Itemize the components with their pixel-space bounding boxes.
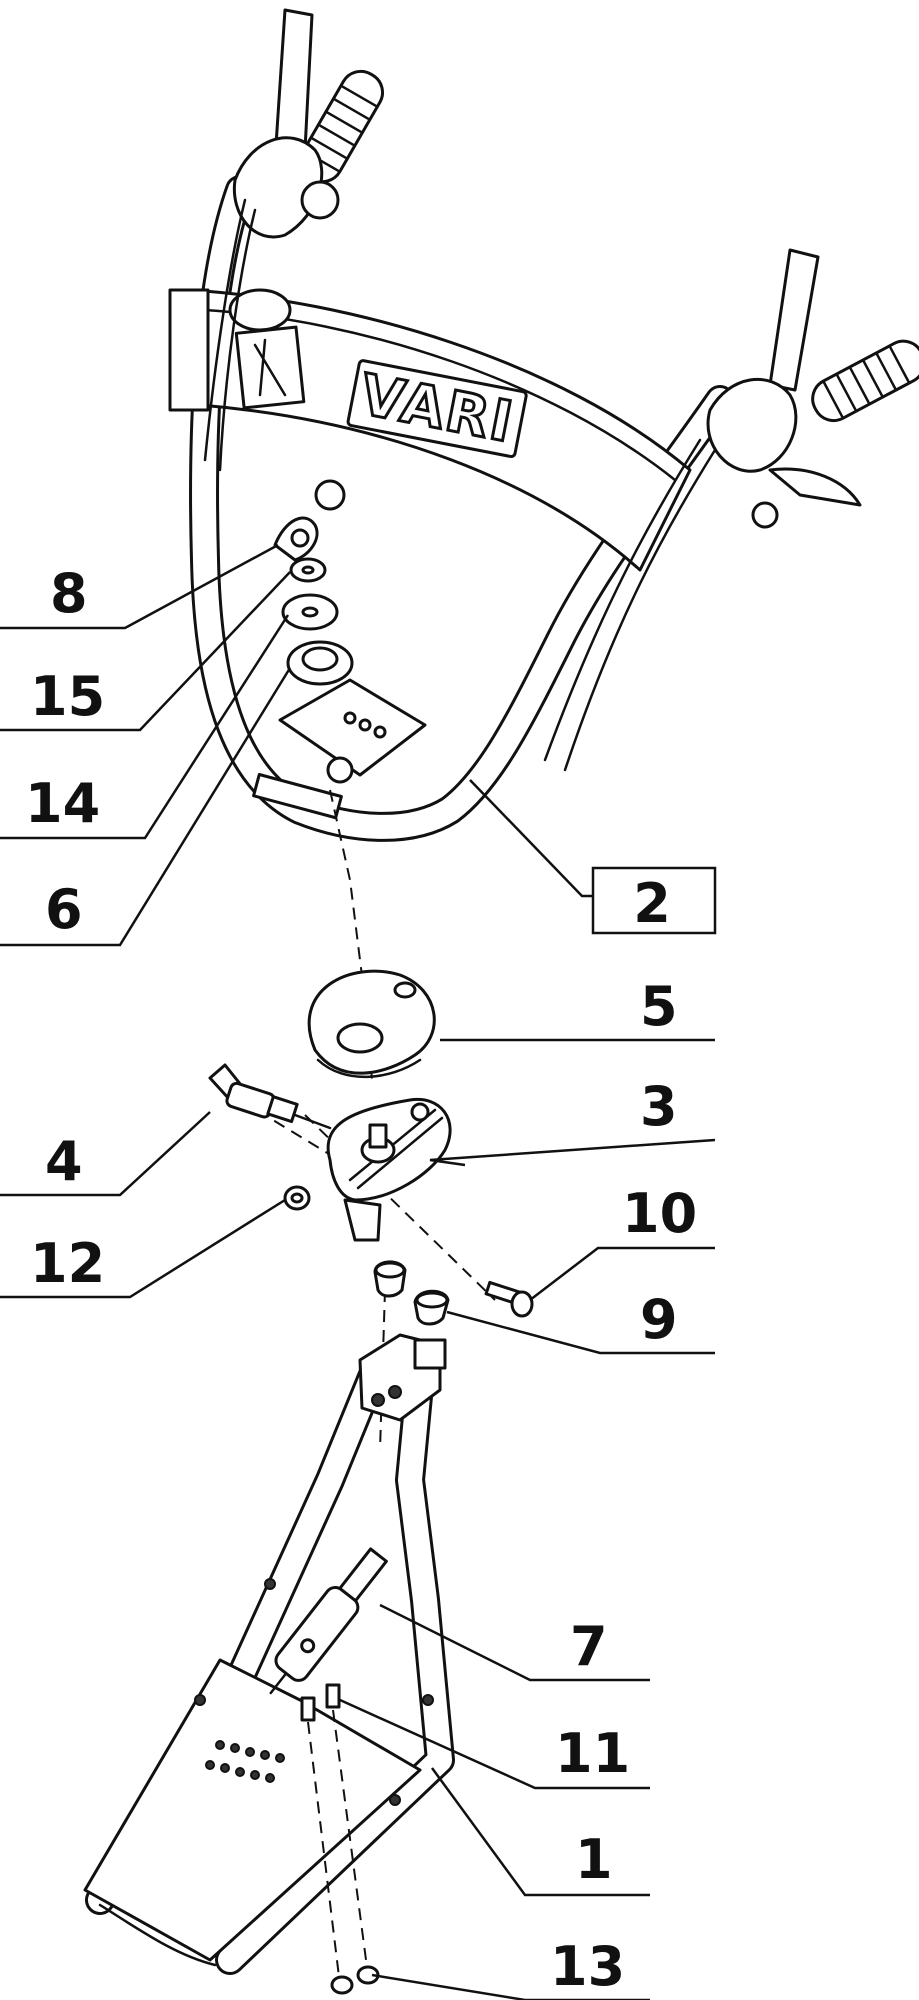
callout-11: 11 xyxy=(555,1722,630,1785)
handlebar-base-plate xyxy=(278,678,427,777)
right-clutch-lever xyxy=(768,467,862,507)
callout-3: 3 xyxy=(640,1075,678,1138)
part-8-wing-nut xyxy=(273,479,346,562)
callout-7: 7 xyxy=(570,1615,608,1678)
callout-4: 4 xyxy=(45,1130,83,1193)
callout-15: 15 xyxy=(30,665,105,728)
callout-13: 13 xyxy=(550,1935,625,1998)
switch-block xyxy=(234,325,306,410)
callout-2-box xyxy=(591,866,717,935)
callout-8: 8 xyxy=(50,562,88,625)
part-5-plate xyxy=(307,969,436,1079)
assembly-axis xyxy=(329,789,373,1081)
right-lever xyxy=(768,248,820,392)
footplate-holes xyxy=(205,1740,285,1783)
callout-9: 9 xyxy=(640,1288,678,1351)
callout-2: 2 xyxy=(633,872,671,935)
right-grip xyxy=(811,339,919,423)
part-10-bolt xyxy=(484,1280,534,1318)
part-9-caps xyxy=(373,1260,450,1326)
callout-10: 10 xyxy=(622,1182,697,1245)
throttle-knob xyxy=(228,288,292,332)
leader-lines xyxy=(0,543,716,2000)
callout-6: 6 xyxy=(45,878,83,941)
handlebar-assembly: VARI xyxy=(168,8,919,842)
part-13-nut-a xyxy=(330,1975,354,1995)
lower-frame xyxy=(83,1333,455,1975)
footplate xyxy=(83,1658,422,1962)
callout-5: 5 xyxy=(640,975,678,1038)
right-control-housing xyxy=(706,378,798,473)
part-7-connector xyxy=(269,1547,388,1695)
part-4-lock-pin xyxy=(208,1063,332,1130)
panel-end-cap xyxy=(168,288,210,412)
part-11-screws xyxy=(300,1683,341,1722)
right-control-cable xyxy=(543,438,702,762)
left-control-cable xyxy=(203,198,247,462)
callout-12: 12 xyxy=(30,1232,105,1295)
callout-labels: 8 15 14 6 2 5 3 4 12 10 9 7 11 1 13 xyxy=(25,562,717,1998)
part-3-swivel-plate xyxy=(326,1097,452,1242)
callout-1: 1 xyxy=(575,1828,613,1891)
grip-pad xyxy=(252,773,343,820)
callout-14: 14 xyxy=(25,772,100,835)
